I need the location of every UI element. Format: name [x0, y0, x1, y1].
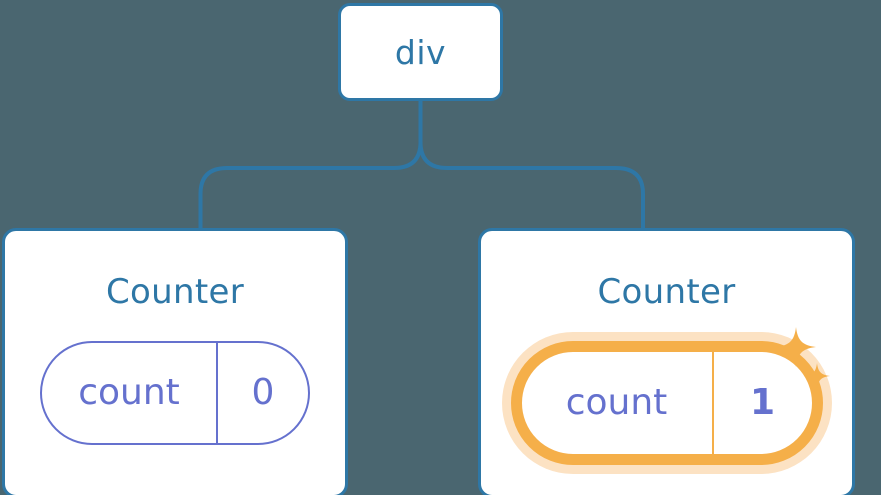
state-key-label: count — [78, 372, 180, 413]
state-pill-count-left[interactable]: count 0 — [40, 341, 310, 445]
node-div[interactable]: div — [338, 3, 503, 101]
edge-to-left-counter — [198, 99, 423, 232]
counter-right-title: Counter — [597, 272, 736, 312]
state-value-label: 1 — [711, 352, 812, 454]
node-counter-left[interactable]: Counter count 0 — [2, 228, 348, 495]
node-div-label: div — [394, 32, 447, 72]
counter-left-state-row: count 0 — [5, 341, 345, 445]
counter-left-title: Counter — [106, 272, 244, 312]
counter-right-state-row: count 1 — [481, 341, 852, 465]
state-pill-count-right[interactable]: count 1 — [510, 341, 823, 465]
edge-to-right-counter — [418, 99, 645, 232]
node-counter-right[interactable]: Counter count 1 — [478, 228, 855, 495]
state-value-label: 0 — [216, 343, 308, 443]
state-key-label: count — [565, 382, 668, 423]
